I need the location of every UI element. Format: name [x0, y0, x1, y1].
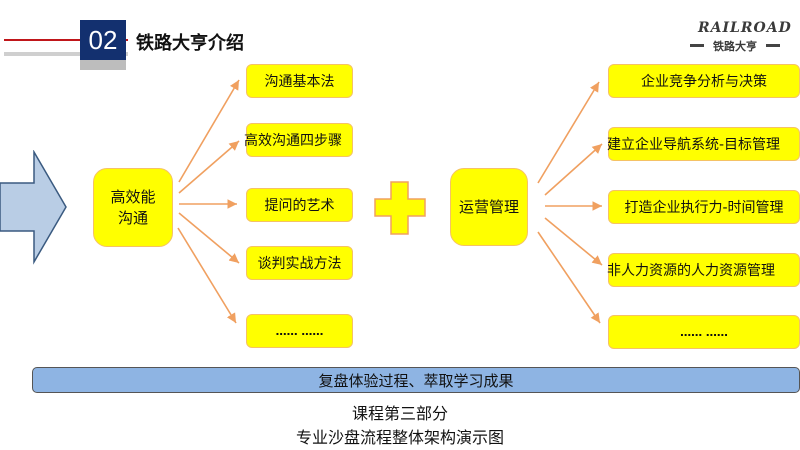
arrow-right-4 [544, 217, 603, 266]
right-item-label: 非人力资源的人力资源管理 [607, 263, 775, 279]
arrow-right-5 [537, 231, 601, 324]
page-title: 铁路大亨介绍 [136, 33, 244, 54]
right-item-label: 企业竞争分析与决策 [641, 74, 767, 90]
section-number-shadow [80, 58, 126, 70]
logo-bottom-text: 铁路大亨 [713, 40, 757, 53]
arrow-left-1 [178, 79, 240, 183]
left-item-label: 提问的艺术 [264, 198, 335, 214]
right-item-label: 建立企业导航系统-目标管理 [607, 137, 781, 153]
right-hub-node: 运营管理 [450, 168, 528, 246]
right-item-node: 非人力资源的人力资源管理 [607, 253, 800, 287]
left-item-node: 沟通基本法 [246, 64, 353, 98]
section-number: 02 [80, 20, 126, 60]
header-rule [4, 39, 128, 41]
right-item-node: 建立企业导航系统-目标管理 [607, 127, 800, 161]
caption-line-2: 专业沙盘流程整体架构演示图 [295, 428, 504, 447]
left-item-label: 谈判实战方法 [257, 256, 342, 272]
right-item-node: 打造企业执行力-时间管理 [608, 190, 800, 224]
arrow-right-2 [544, 143, 603, 196]
left-item-node: 提问的艺术 [246, 188, 353, 222]
logo-bar-right [766, 44, 780, 47]
arrow-right-1 [537, 81, 600, 184]
left-item-node: 高效沟通四步骤 [244, 123, 353, 157]
logo-top-text: RAILROAD [698, 20, 792, 36]
right-item-node: …… …… [608, 315, 800, 349]
summary-band-text: 复盘体验过程、萃取学习成果 [318, 371, 514, 390]
header-rule-shadow [4, 52, 128, 56]
arrow-left-2 [178, 140, 240, 194]
left-item-label: 高效沟通四步骤 [244, 133, 342, 149]
left-item-node: 谈判实战方法 [246, 246, 353, 280]
left-item-node: …… …… [246, 314, 353, 348]
plus-icon [374, 181, 426, 235]
caption-line-1: 课程第三部分 [351, 404, 448, 423]
right-item-node: 企业竞争分析与决策 [608, 64, 800, 98]
logo-bar-left [690, 44, 704, 47]
left-item-label: …… …… [275, 324, 324, 338]
left-item-label: 沟通基本法 [264, 74, 335, 90]
big-arrow-icon [0, 150, 67, 265]
summary-band: 复盘体验过程、萃取学习成果 [32, 367, 800, 393]
arrow-left-4 [178, 212, 240, 264]
left-hub-label-line1: 高效能 [110, 188, 156, 207]
right-item-label: …… …… [680, 325, 728, 339]
left-hub-label-line2: 沟通 [117, 208, 148, 227]
left-hub-node: 高效能 沟通 [93, 168, 173, 247]
railroad-logo: RAILROAD 铁路大亨 [690, 20, 791, 60]
arrow-left-5 [177, 227, 237, 324]
right-item-label: 打造企业执行力-时间管理 [624, 200, 784, 216]
right-hub-label: 运营管理 [458, 197, 519, 216]
